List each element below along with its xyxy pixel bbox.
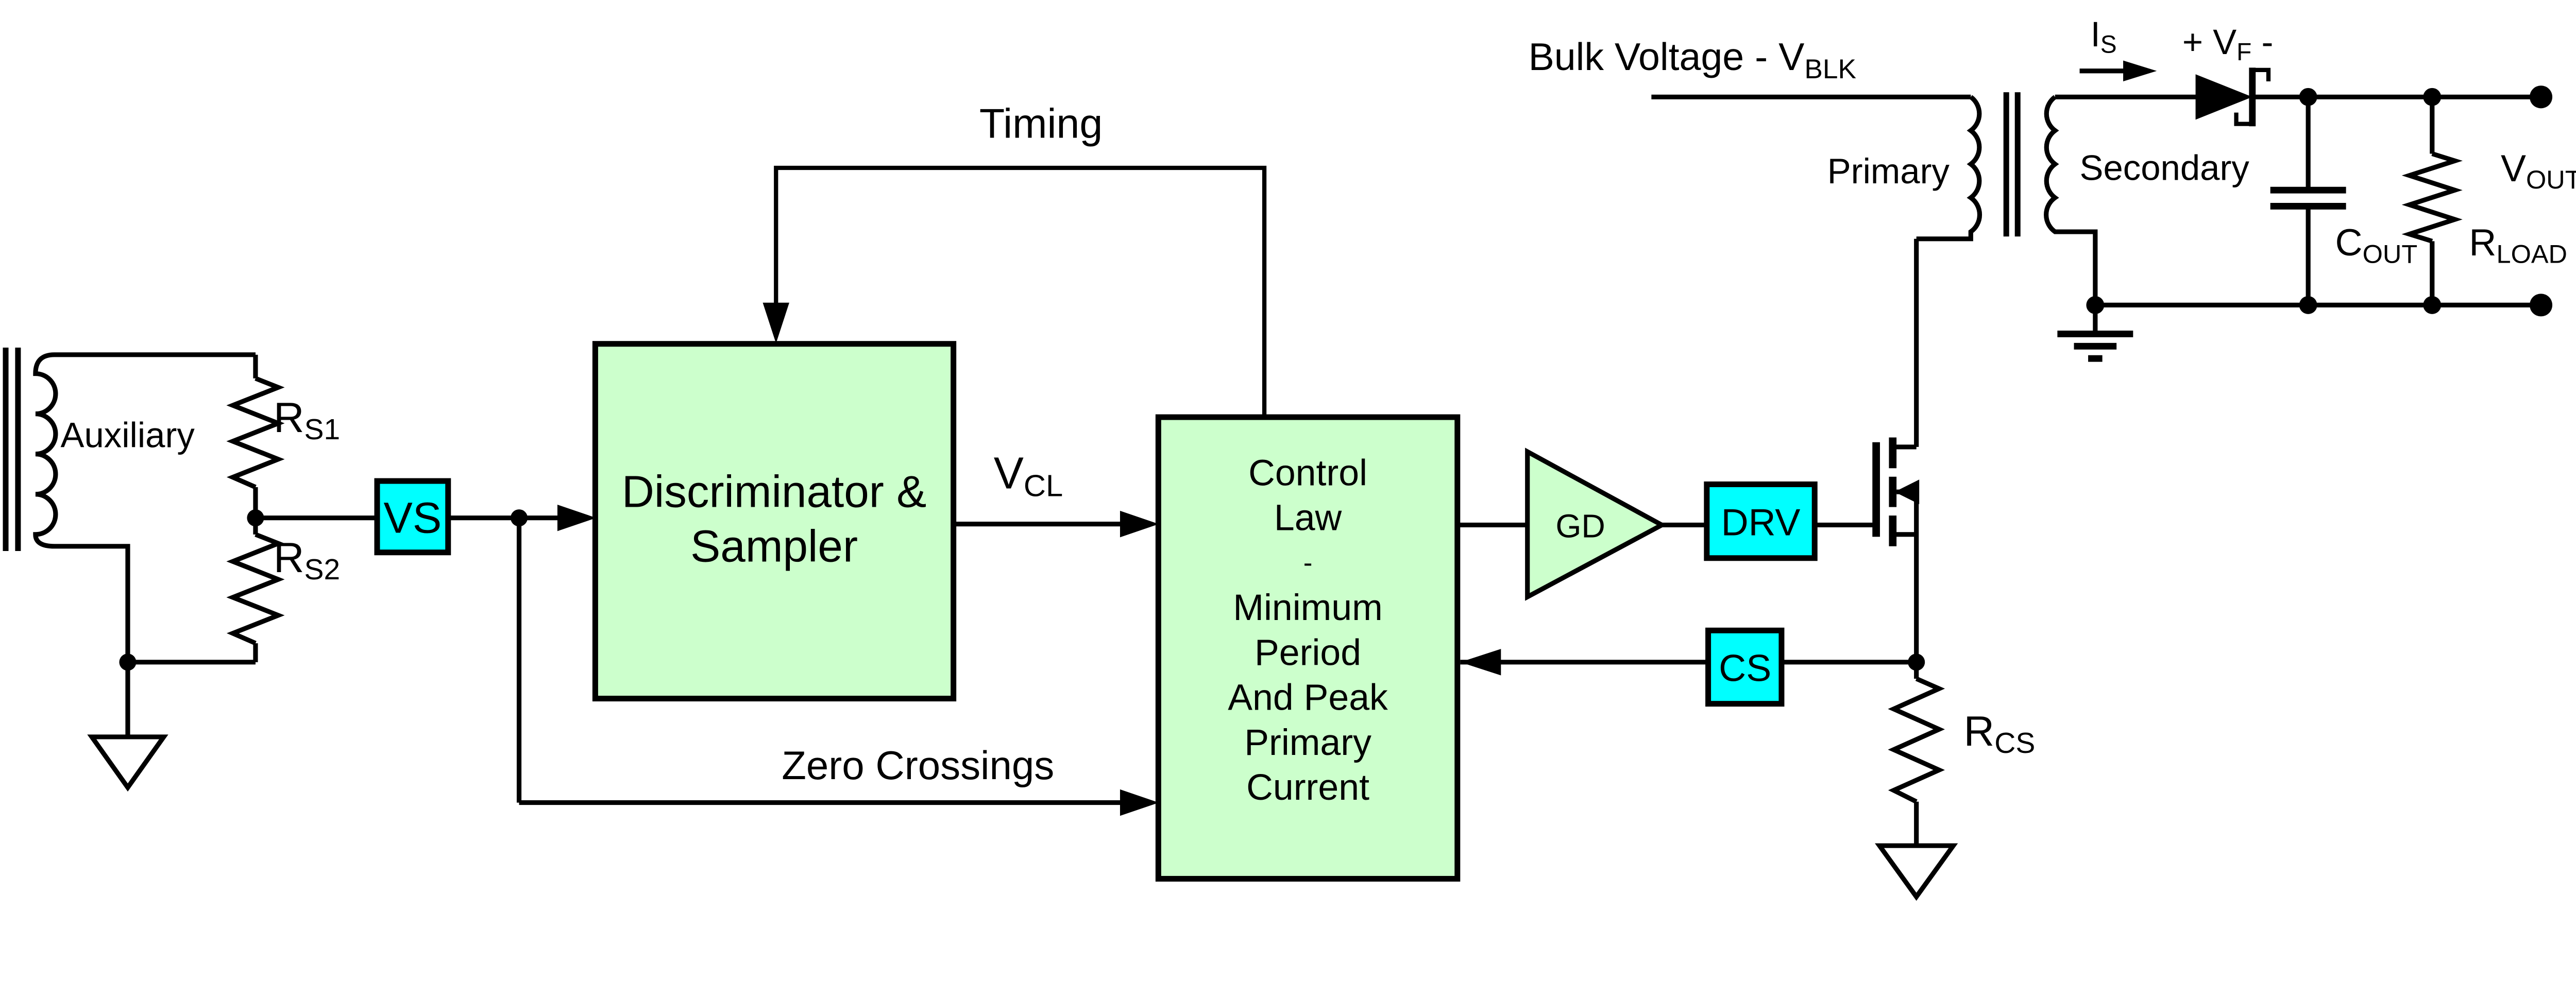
vs-pin-label: VS bbox=[384, 494, 442, 542]
rload-label: RLOAD bbox=[2469, 221, 2567, 268]
arrowhead-icon bbox=[557, 504, 597, 531]
arrowhead-icon bbox=[762, 302, 789, 343]
discriminator-sampler-block: Discriminator & Sampler bbox=[592, 341, 957, 702]
timing-feedback: Timing bbox=[762, 101, 1267, 418]
schottky-hook-icon bbox=[2252, 67, 2271, 81]
drv-pin-label: DRV bbox=[1721, 501, 1801, 543]
control-law-line: Primary bbox=[1244, 722, 1371, 763]
rs2-label: RS2 bbox=[274, 533, 340, 586]
flyback-control-diagram: Auxiliary RS1 RS2 VS Zero Crossings bbox=[3, 14, 2576, 901]
auxiliary-winding-section: Auxiliary RS1 RS2 bbox=[3, 348, 340, 792]
power-mosfet bbox=[1872, 238, 1920, 662]
zero-crossings-label: Zero Crossings bbox=[782, 743, 1054, 788]
discriminator-box bbox=[592, 341, 957, 702]
junction-dot bbox=[2299, 296, 2317, 314]
ground-triangle-icon bbox=[1875, 843, 1958, 901]
vcl-label: VCL bbox=[994, 448, 1063, 503]
resistor-rs1 bbox=[226, 376, 285, 490]
ground-triangle-icon bbox=[87, 734, 168, 792]
vcl-signal: VCL bbox=[953, 448, 1159, 538]
schottky-diode-icon bbox=[2195, 74, 2252, 120]
arrowhead-icon bbox=[1460, 649, 1501, 676]
control-law-line: Current bbox=[1246, 767, 1369, 808]
is-current-label: IS bbox=[2091, 14, 2117, 58]
arrowhead-icon bbox=[1120, 789, 1159, 816]
current-sense-path: CS RCS bbox=[1460, 627, 2036, 901]
gd-label: GD bbox=[1555, 507, 1605, 544]
drv-pin-block bbox=[1704, 481, 1818, 561]
vf-label: + VF - bbox=[2182, 22, 2274, 65]
output-section: IS + VF - COUT RLOAD VOUT bbox=[2055, 14, 2576, 362]
control-law-block: Control Law - Minimum Period And Peak Pr… bbox=[1155, 414, 1461, 882]
junction-dot bbox=[2299, 88, 2317, 106]
secondary-label: Secondary bbox=[2080, 148, 2250, 188]
discriminator-label-line1: Discriminator & bbox=[622, 467, 926, 517]
gate-drive-path: GD DRV bbox=[1457, 448, 1876, 601]
junction-dot bbox=[2423, 88, 2442, 106]
control-law-line: Law bbox=[1274, 497, 1342, 539]
vs-pin-block bbox=[374, 478, 451, 556]
rcs-label: RCS bbox=[1964, 707, 2036, 759]
resistor-rload bbox=[2401, 151, 2463, 244]
wire bbox=[774, 165, 1267, 418]
discriminator-label-line2: Sampler bbox=[690, 521, 858, 571]
primary-winding-icon bbox=[1916, 95, 1982, 242]
junction-dot bbox=[2423, 296, 2442, 314]
auxiliary-label: Auxiliary bbox=[61, 415, 195, 455]
timing-label: Timing bbox=[979, 101, 1103, 147]
terminal-dot bbox=[2529, 294, 2553, 317]
arrowhead-icon bbox=[2123, 60, 2157, 81]
cs-pin-label: CS bbox=[1719, 646, 1771, 689]
gd-amplifier-triangle bbox=[1525, 448, 1667, 601]
bulk-voltage-label: Bulk Voltage - VBLK bbox=[1529, 35, 1856, 84]
control-law-box bbox=[1155, 414, 1461, 882]
cs-pin-block bbox=[1705, 627, 1785, 707]
cout-label: COUT bbox=[2335, 221, 2418, 268]
control-law-line: And Peak bbox=[1228, 677, 1388, 718]
arrowhead-icon bbox=[1120, 510, 1159, 538]
schottky-hook-icon bbox=[2234, 112, 2252, 126]
resistor-rs2 bbox=[226, 532, 285, 646]
terminal-dot bbox=[2529, 85, 2553, 109]
primary-label: Primary bbox=[1827, 151, 1950, 191]
rs1-label: RS1 bbox=[274, 393, 340, 446]
vs-sense-path: VS Zero Crossings bbox=[255, 478, 1159, 816]
control-law-line: - bbox=[1303, 547, 1313, 578]
transformer-section: Bulk Voltage - VBLK Primary Secondary bbox=[1529, 35, 2250, 305]
aux-winding-icon bbox=[33, 352, 256, 662]
secondary-winding-icon bbox=[2044, 95, 2098, 305]
mosfet-body-arrow-icon bbox=[1894, 479, 1920, 505]
control-law-line: Control bbox=[1248, 452, 1367, 493]
vout-label: VOUT bbox=[2501, 147, 2576, 194]
control-law-line: Period bbox=[1255, 632, 1361, 673]
control-law-line: Minimum bbox=[1233, 587, 1383, 628]
resistor-rcs bbox=[1888, 676, 1945, 804]
